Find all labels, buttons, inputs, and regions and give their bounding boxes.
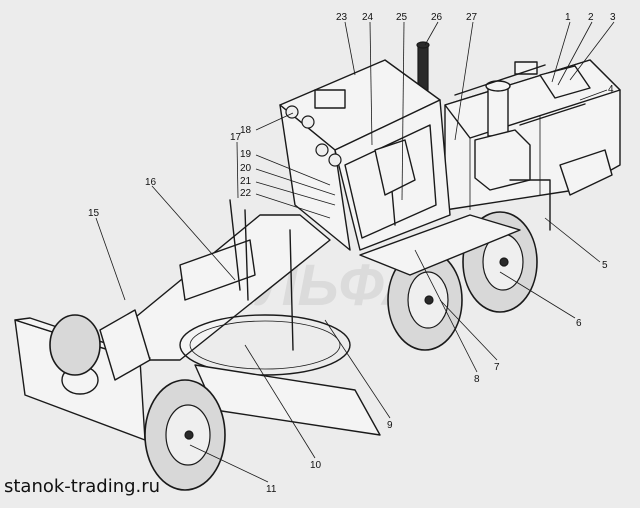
callout-5: 5 xyxy=(602,260,608,271)
callout-labels: 1 2 3 4 5 6 7 8 9 10 11 15 16 17 18 19 2… xyxy=(88,12,616,495)
callout-25: 25 xyxy=(396,12,408,23)
operator-cab xyxy=(279,59,451,251)
front-wheel-right xyxy=(144,379,226,491)
front-dozer-blade xyxy=(14,309,151,441)
callout-18: 18 xyxy=(240,125,252,136)
engine-housing xyxy=(444,59,621,211)
callout-10: 10 xyxy=(310,460,322,471)
callout-26: 26 xyxy=(431,12,443,23)
callout-9: 9 xyxy=(387,420,393,431)
handrail xyxy=(509,179,551,231)
callout-19: 19 xyxy=(240,149,252,160)
callout-1: 1 xyxy=(565,12,571,23)
callout-21: 21 xyxy=(240,176,252,187)
callout-27: 27 xyxy=(466,12,478,23)
callout-11: 11 xyxy=(266,484,277,495)
blade-circle xyxy=(179,314,351,376)
callout-7: 7 xyxy=(494,362,500,373)
callout-leaders xyxy=(95,21,615,483)
callout-2: 2 xyxy=(588,12,594,23)
site-caption: stanok-trading.ru xyxy=(4,476,161,497)
front-wheel-left xyxy=(49,314,101,376)
callout-4: 4 xyxy=(608,84,614,95)
callout-15: 15 xyxy=(88,208,100,219)
tandem-fender xyxy=(359,214,521,276)
callout-3: 3 xyxy=(610,12,616,23)
callout-17: 17 xyxy=(230,132,242,143)
callout-24: 24 xyxy=(362,12,374,23)
rear-wheel-front xyxy=(387,249,463,351)
exhaust-pipe xyxy=(416,41,430,91)
callout-6: 6 xyxy=(576,318,582,329)
callout-16: 16 xyxy=(145,177,157,188)
callout-23: 23 xyxy=(336,12,348,23)
callout-22: 22 xyxy=(240,188,252,199)
callout-20: 20 xyxy=(240,163,252,174)
callout-8: 8 xyxy=(474,374,480,385)
